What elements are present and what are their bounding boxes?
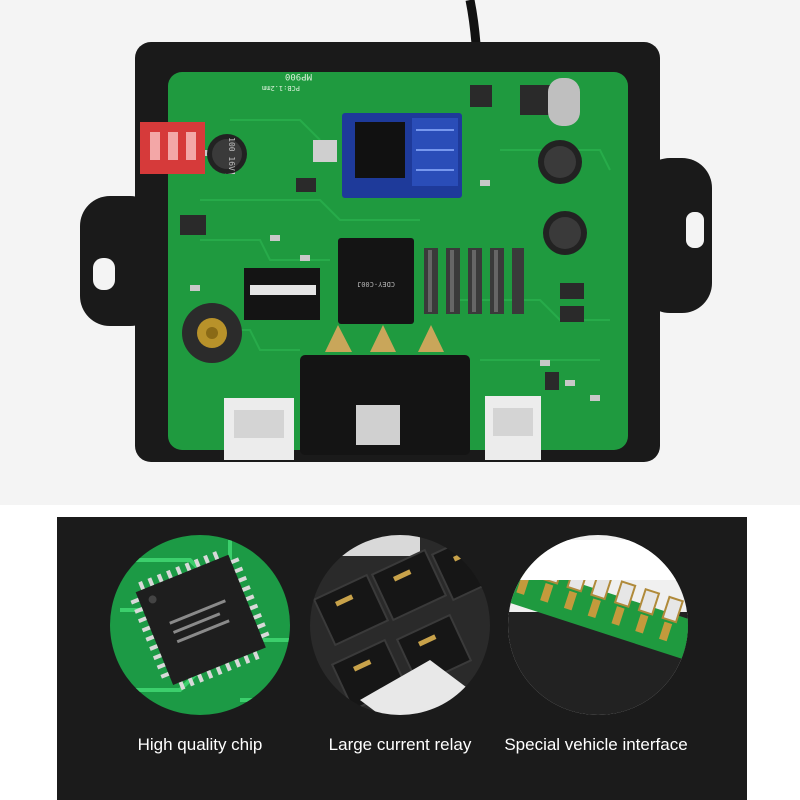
- capacitor-label: 100 16V: [227, 137, 236, 171]
- board-sub-marking: PCB:1.2mm: [262, 84, 300, 92]
- board-marking: MP900: [285, 71, 312, 81]
- control-module-illustration: MP900 PCB:1.2mm 100 16V CDEY-C00J: [80, 0, 712, 462]
- relay-icon: [310, 535, 490, 715]
- crystal-oscillator: [548, 78, 580, 126]
- connector-icon: [508, 535, 688, 715]
- feature-caption-interface: Special vehicle interface: [504, 735, 688, 754]
- chip-icon: [110, 535, 290, 715]
- red-connector: [140, 122, 205, 174]
- feature-caption-chip: High quality chip: [137, 735, 263, 754]
- white-connector-left: [224, 398, 294, 460]
- buzzer: [182, 303, 242, 363]
- product-photo: MP900 PCB:1.2mm 100 16V CDEY-C00J: [0, 0, 800, 505]
- heat-sink: [424, 248, 524, 314]
- feature-caption-relay: Large current relay: [328, 735, 472, 754]
- capacitor-3: [543, 211, 587, 255]
- transistor-block: [244, 268, 320, 320]
- tactile-button: [313, 140, 337, 162]
- capacitor-2: [538, 140, 582, 184]
- capacitor-1: 100 16V: [207, 134, 247, 174]
- white-connector-right: [485, 396, 541, 460]
- bluetooth-module: [342, 113, 462, 198]
- relay: CDEY-C00J: [338, 238, 414, 324]
- relay-marking: CDEY-C00J: [357, 280, 395, 288]
- obd-connector: [300, 325, 470, 455]
